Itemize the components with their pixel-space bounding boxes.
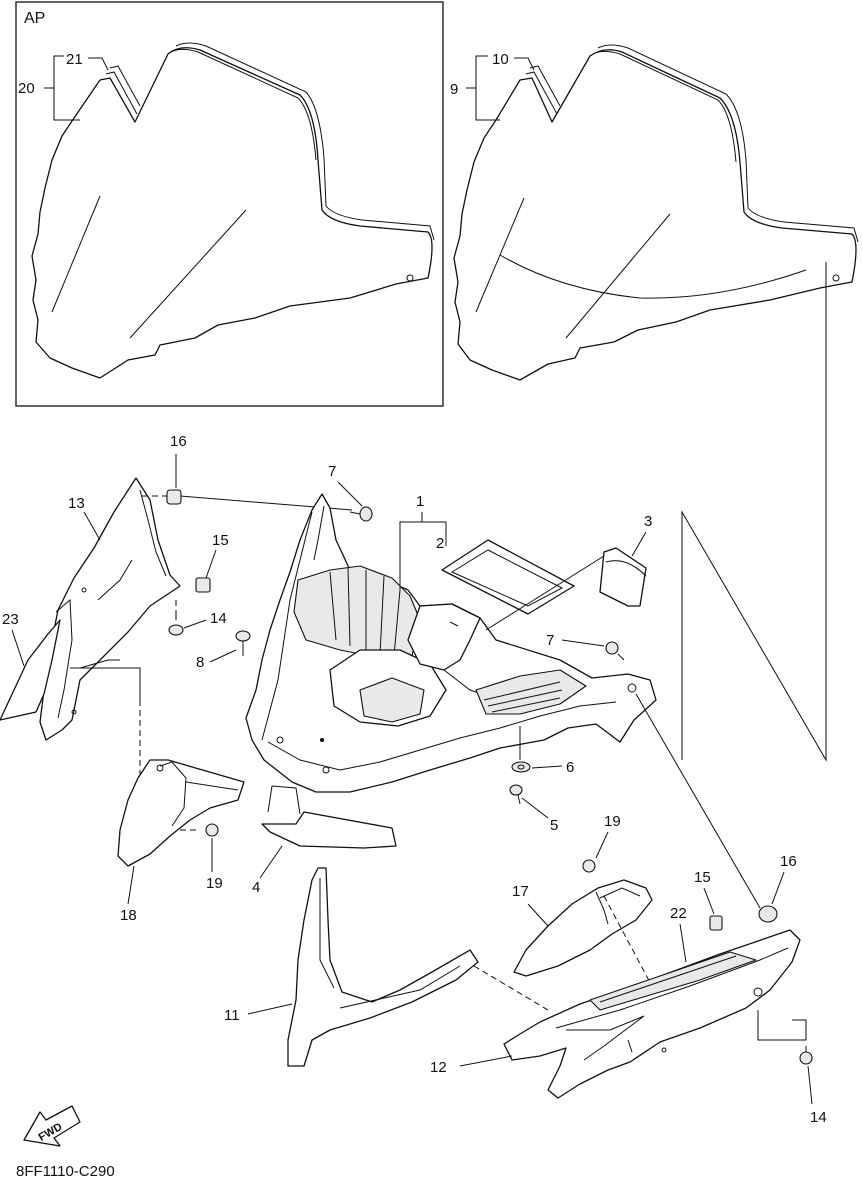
side-cover-13 [39,477,181,741]
footer-code: 8FF1110-C290 [16,1163,115,1179]
nut-15-left [195,577,211,593]
duct-3 [599,547,647,607]
callout-20: 20 [18,80,35,97]
ap-box-label: AP [24,10,45,27]
callout-11: 11 [224,1007,240,1024]
pad-2 [441,539,575,615]
side-panel-23 [0,619,61,721]
callout-23: 23 [2,611,19,628]
grommet-16-right [758,905,778,923]
callout-3: 3 [644,513,652,530]
windscreen-ap [31,42,435,379]
screw-8 [235,630,251,656]
callout-2: 2 [436,535,444,552]
callout-18: 18 [120,907,137,924]
front-cowling-1 [245,493,657,793]
lower-cover-4 [261,785,397,849]
windscreen-standard [453,44,859,381]
callout-12: 12 [430,1059,447,1076]
callout-8: 8 [196,654,204,671]
callout-1: 1 [416,493,424,510]
callout-22: 22 [670,905,687,922]
bolt-7-right [605,641,625,661]
callout-10: 10 [492,51,509,68]
callout-15-right: 15 [694,869,711,886]
callout-21: 21 [66,51,83,68]
air-duct-18 [117,759,245,867]
inner-duct-17 [513,879,653,977]
ap-inset-box [15,1,444,407]
sticker-22 [589,951,757,1011]
fwd-arrow-icon: FWD [23,1105,81,1147]
callout-17: 17 [512,883,529,900]
washer-6 [511,761,531,773]
nut-15-right [709,915,723,931]
callout-6: 6 [566,759,574,776]
callout-16-right: 16 [780,853,797,870]
callout-9: 9 [450,81,458,98]
bolt-14-left [168,612,184,636]
bolt-19-right [582,859,596,873]
side-cowling-12 [503,929,801,1099]
callout-14-left: 14 [210,610,227,627]
callout-19-left: 19 [206,875,223,892]
callout-15-left: 15 [212,532,229,549]
callout-19-right: 19 [604,813,621,830]
bolt-7-top [349,506,373,522]
bolt-19-left [205,823,219,837]
bolt-5 [509,784,523,805]
callout-16-left: 16 [170,433,187,450]
bolt-14-right [799,1046,813,1065]
callout-7-top: 7 [328,463,336,480]
inner-panel-11 [287,867,479,1067]
callout-13: 13 [68,495,85,512]
callout-5: 5 [550,817,558,834]
grommet-16-left [166,489,182,505]
callout-7-right: 7 [546,632,554,649]
callout-4: 4 [252,879,260,896]
callout-14-right: 14 [810,1109,827,1126]
